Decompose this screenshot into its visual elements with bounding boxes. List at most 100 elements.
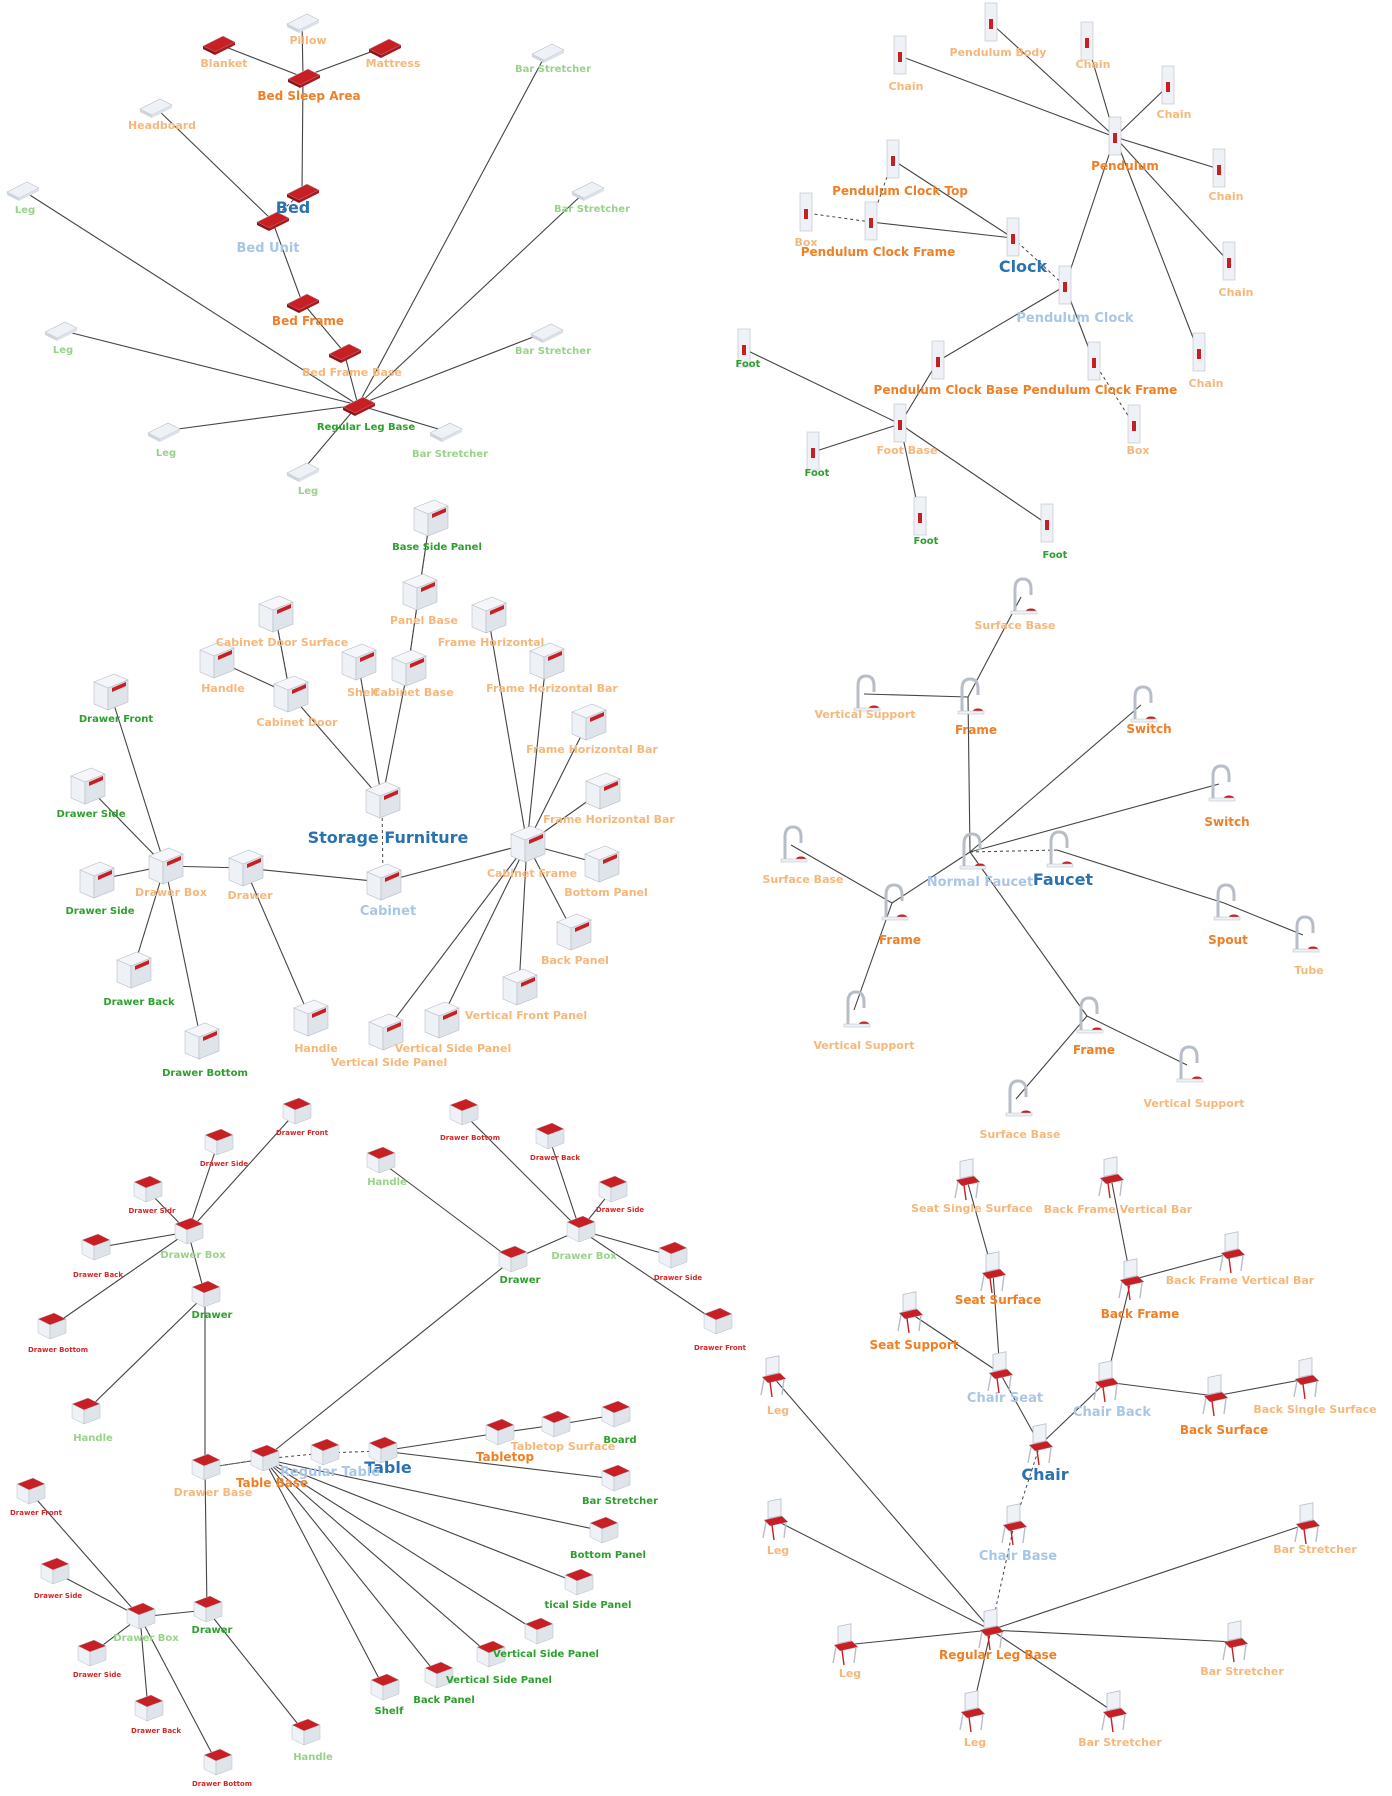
storage-node-label: Bottom Panel bbox=[564, 886, 648, 899]
clock-edge-5 bbox=[1114, 136, 1230, 263]
table-node-11-thumbnail-icon bbox=[476, 1640, 506, 1668]
storage-node-13-thumbnail-icon bbox=[199, 641, 235, 679]
clock-node-label: Chain bbox=[1076, 58, 1111, 71]
chair-node-label: Seat Support bbox=[869, 1338, 958, 1352]
table-node-4-thumbnail-icon bbox=[485, 1418, 515, 1446]
table-node-label: Drawer Side bbox=[596, 1206, 645, 1214]
chair-node-label: Bar Stretcher bbox=[1200, 1665, 1284, 1678]
bed-node-label: Bed Frame Base bbox=[302, 366, 402, 379]
bed-node-9-thumbnail-icon bbox=[342, 396, 376, 416]
clock-edge-10 bbox=[937, 285, 1066, 362]
chair-node-2-thumbnail-icon bbox=[1093, 1360, 1120, 1403]
table-node-label: Drawer Bottom bbox=[192, 1780, 252, 1788]
table-edge-7 bbox=[263, 1458, 491, 1656]
clock-node-6-thumbnail-icon bbox=[984, 2, 998, 42]
clock-edge-11 bbox=[899, 360, 939, 425]
faucet-node-label: Normal Faucet bbox=[927, 875, 1033, 890]
chair-node-label: Back Frame bbox=[1101, 1307, 1180, 1321]
clock-node-20-thumbnail-icon bbox=[1127, 404, 1141, 444]
table-node-20-thumbnail-icon bbox=[37, 1312, 67, 1340]
clock-node-14-thumbnail-icon bbox=[893, 403, 907, 443]
table-node-23-thumbnail-icon bbox=[566, 1215, 596, 1243]
bed-edge-12 bbox=[21, 189, 359, 406]
clock-edge-13 bbox=[812, 423, 901, 453]
clock-node-label: Pendulum Clock Top bbox=[832, 184, 968, 198]
clock-edge-9 bbox=[870, 221, 1014, 239]
dashed-edges-layer bbox=[204, 159, 1135, 1631]
bed-node-2-thumbnail-icon bbox=[287, 68, 321, 88]
table-node-label: Drawer bbox=[192, 1625, 233, 1636]
table-edge-28 bbox=[29, 1491, 141, 1618]
table-node-label: Regular Table bbox=[280, 1465, 380, 1480]
faucet-node-label: Frame bbox=[955, 723, 997, 737]
clock-node-label: Pendulum Clock Frame bbox=[801, 245, 955, 259]
chair-edge-15 bbox=[990, 1629, 1236, 1643]
table-node-13-thumbnail-icon bbox=[370, 1673, 400, 1701]
table-node-label: Drawer Front bbox=[694, 1344, 747, 1352]
faucet-edge-9 bbox=[1223, 902, 1304, 936]
bed-node-10-thumbnail-icon bbox=[531, 43, 565, 63]
clock-edge-12 bbox=[743, 348, 901, 425]
table-edge-16 bbox=[94, 1231, 189, 1249]
storage-node-7-thumbnail-icon bbox=[79, 861, 115, 899]
chair-edge-9 bbox=[1214, 1378, 1307, 1397]
faucet-edge-0 bbox=[967, 696, 971, 853]
table-node-label: Handle bbox=[73, 1433, 113, 1444]
storage-node-23-thumbnail-icon bbox=[556, 913, 592, 951]
faucet-node-label: Frame bbox=[1073, 1043, 1115, 1057]
clock-edge-6 bbox=[1114, 136, 1200, 354]
storage-edge-17 bbox=[86, 785, 166, 867]
clock-node-15-thumbnail-icon bbox=[737, 328, 751, 368]
clock-node-8-thumbnail-icon bbox=[1080, 21, 1094, 61]
faucet-node-label: Tube bbox=[1294, 964, 1323, 977]
storage-node-label: Drawer Bottom bbox=[162, 1068, 248, 1079]
table-edge-31 bbox=[139, 1616, 149, 1710]
storage-node-0-thumbnail-icon bbox=[365, 781, 401, 819]
storage-node-21-thumbnail-icon bbox=[585, 772, 621, 810]
table-node-37-thumbnail-icon bbox=[291, 1718, 321, 1746]
table-node-31-thumbnail-icon bbox=[126, 1602, 156, 1630]
chair-node-label: Leg bbox=[767, 1544, 789, 1557]
faucet-node-14-thumbnail-icon bbox=[1005, 1079, 1033, 1117]
bed-edge-11 bbox=[357, 404, 446, 432]
chair-node-6-thumbnail-icon bbox=[897, 1291, 924, 1334]
chair-node-19-thumbnail-icon bbox=[1101, 1690, 1128, 1733]
table-node-label: tical Side Panel bbox=[545, 1600, 632, 1611]
storage-node-label: Handle bbox=[294, 1042, 338, 1055]
storage-node-4-thumbnail-icon bbox=[148, 847, 184, 885]
table-node-17-thumbnail-icon bbox=[204, 1128, 234, 1156]
bed-node-6-thumbnail-icon bbox=[139, 98, 173, 118]
storage-node-label: Frame Horizontal Bar bbox=[526, 743, 658, 756]
chair-dashed-edge-0 bbox=[1013, 1444, 1041, 1526]
table-node-14-thumbnail-icon bbox=[191, 1280, 221, 1308]
storage-node-label: Drawer Side bbox=[66, 906, 135, 917]
faucet-node-1-thumbnail-icon bbox=[959, 832, 987, 870]
table-edge-29 bbox=[53, 1571, 141, 1618]
storage-node-label: Cabinet Base bbox=[372, 686, 453, 699]
faucet-node-label: Frame bbox=[879, 933, 921, 947]
storage-node-6-thumbnail-icon bbox=[70, 767, 106, 805]
clock-node-label: Box bbox=[1126, 444, 1149, 457]
table-edge-4 bbox=[263, 1458, 604, 1532]
storage-node-label: Drawer Back bbox=[103, 997, 175, 1008]
chair-node-1-thumbnail-icon bbox=[987, 1351, 1014, 1394]
faucet-node-label: Vertical Support bbox=[813, 1039, 914, 1052]
table-node-32-thumbnail-icon bbox=[16, 1477, 46, 1505]
chair-edge-12 bbox=[844, 1629, 992, 1646]
faucet-node-label: Surface Base bbox=[762, 873, 843, 886]
chair-node-label: Regular Leg Base bbox=[939, 1648, 1057, 1662]
storage-node-label: Handle bbox=[201, 682, 245, 695]
clock-node-11-thumbnail-icon bbox=[1222, 241, 1236, 281]
chair-edge-14 bbox=[990, 1523, 1308, 1631]
clock-node-label: Foot bbox=[805, 468, 830, 479]
clock-node-label: Pendulum bbox=[1091, 159, 1159, 173]
storage-node-label: Base Side Panel bbox=[392, 542, 482, 553]
chair-node-11-thumbnail-icon bbox=[1293, 1357, 1320, 1400]
bed-edge-15 bbox=[301, 404, 359, 472]
storage-node-label: Frame Horizontal bbox=[438, 636, 545, 649]
chair-edge-8 bbox=[1105, 1381, 1216, 1397]
table-node-6-thumbnail-icon bbox=[601, 1400, 631, 1428]
table-node-label: Drawer Back bbox=[131, 1727, 181, 1735]
